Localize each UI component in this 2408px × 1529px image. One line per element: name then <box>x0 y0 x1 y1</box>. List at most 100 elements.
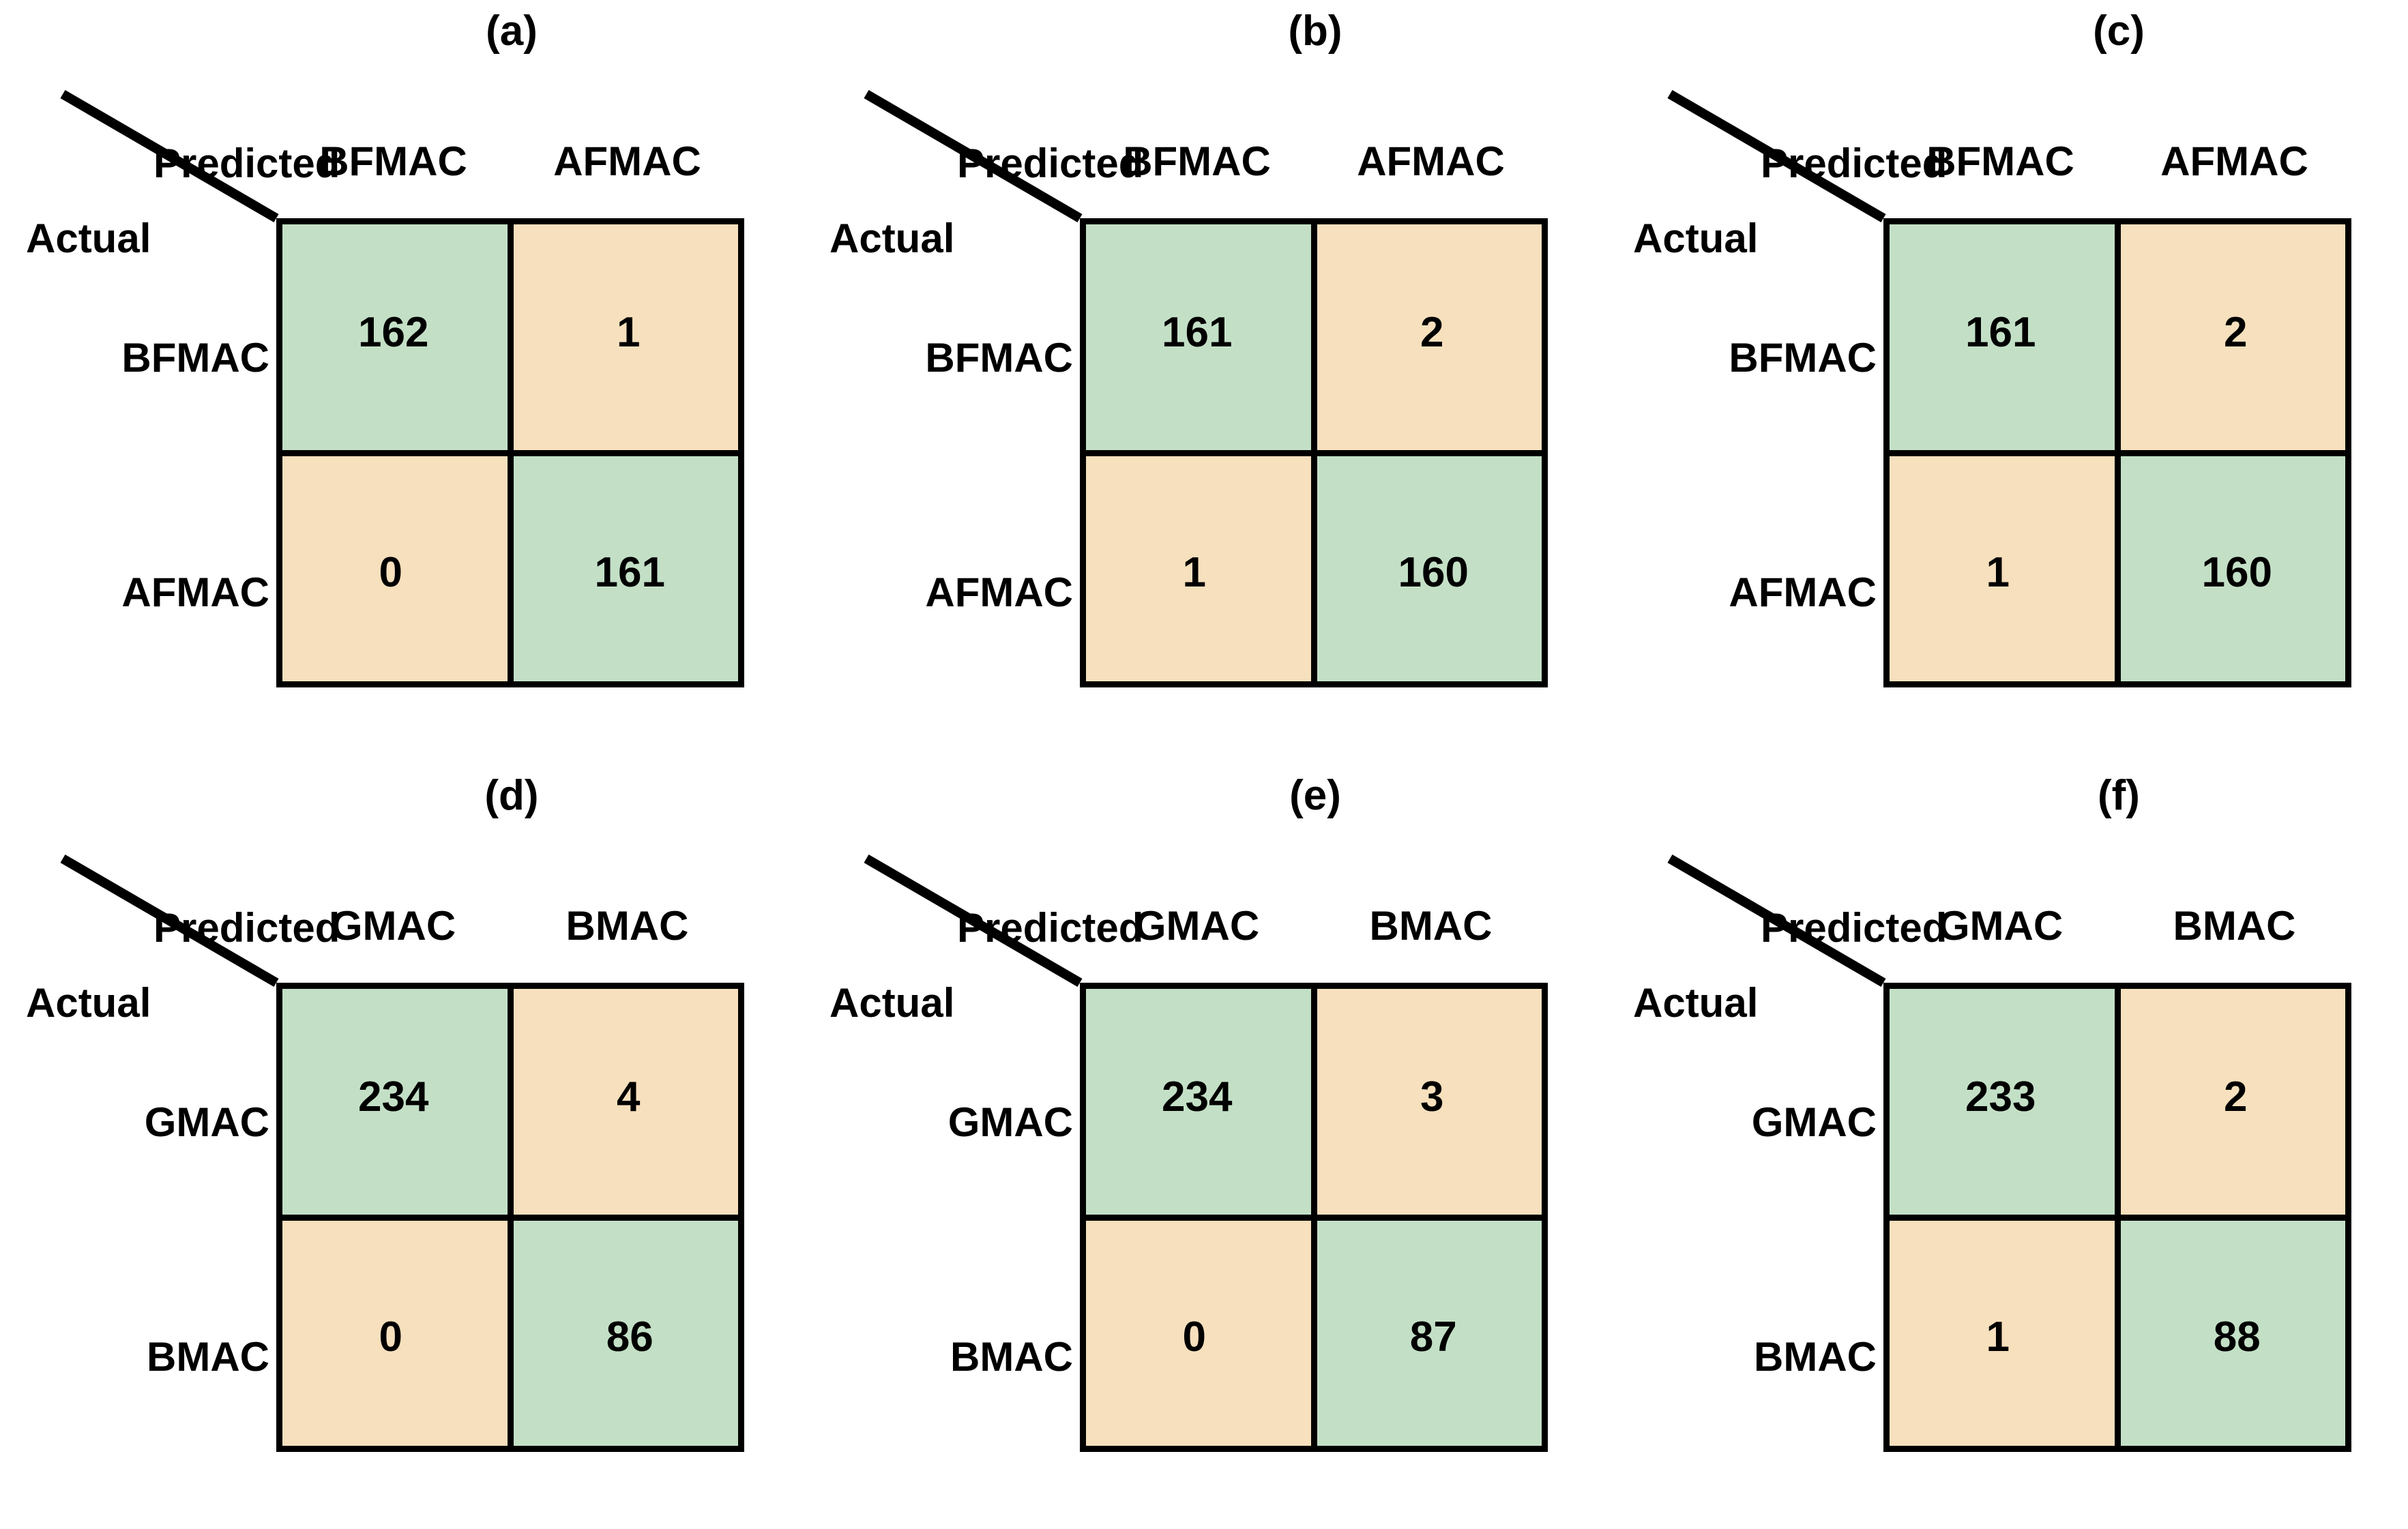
diagonal-divider-icon <box>864 89 1083 223</box>
cell-value: 162 <box>358 309 429 357</box>
column-header-1: AFMAC <box>2160 138 2308 184</box>
confusion-matrix-b: 161 2 1 160 <box>1080 218 1548 687</box>
corner-header-d: Predicted Actual <box>14 840 340 1026</box>
row-header-1: BMAC <box>147 1334 269 1380</box>
panel-label-f: (f) <box>2098 772 2140 819</box>
column-header-1: BMAC <box>566 903 689 949</box>
matrix-cell[interactable]: 1 <box>1890 1220 2115 1446</box>
matrix-cell[interactable]: 3 <box>1317 989 1542 1215</box>
cell-value: 1 <box>1986 548 2010 596</box>
diagonal-divider-icon <box>1667 854 1886 988</box>
actual-axis-label: Actual <box>1633 980 1759 1026</box>
confusion-matrix-a: 162 1 0 161 <box>276 218 744 687</box>
matrix-cell[interactable]: 161 <box>1086 224 1311 450</box>
cell-value: 1 <box>617 309 641 357</box>
row-header-1: BMAC <box>950 1334 1073 1380</box>
cell-value: 87 <box>1409 1313 1457 1361</box>
confusion-matrix-e: 234 3 0 87 <box>1080 983 1548 1452</box>
matrix-cell[interactable]: 2 <box>2120 989 2345 1215</box>
matrix-cell[interactable]: 2 <box>1317 224 1542 450</box>
column-header-0: BFMAC <box>1123 138 1271 184</box>
row-header-1: AFMAC <box>121 569 269 615</box>
cell-value: 233 <box>1965 1073 2036 1121</box>
panel-e: (e) Predicted Actual GMAC BMAC GMAC BMAC… <box>804 764 1606 1529</box>
matrix-cell[interactable]: 161 <box>513 456 738 681</box>
cell-value: 2 <box>1420 309 1444 357</box>
row-header-0: GMAC <box>1751 1099 1877 1145</box>
actual-axis-label: Actual <box>1633 216 1759 261</box>
diagonal-divider-icon <box>60 89 279 223</box>
cell-value: 160 <box>2201 548 2272 596</box>
matrix-cell[interactable]: 233 <box>1890 989 2115 1215</box>
panel-label-b: (b) <box>1288 8 1342 55</box>
cell-value: 234 <box>1162 1073 1233 1121</box>
cell-value: 161 <box>1162 309 1233 357</box>
panel-label-e: (e) <box>1289 772 1341 819</box>
actual-axis-label: Actual <box>26 216 151 261</box>
cell-value: 161 <box>594 548 665 596</box>
cell-value: 1 <box>1986 1313 2010 1361</box>
column-header-0: GMAC <box>330 903 456 949</box>
panel-label-c: (c) <box>2093 8 2145 55</box>
matrix-cell[interactable]: 234 <box>1086 989 1311 1215</box>
predicted-axis-label: Predicted <box>153 905 340 951</box>
corner-header-b: Predicted Actual <box>817 75 1143 261</box>
cell-value: 234 <box>358 1073 429 1121</box>
cell-value: 161 <box>1965 309 2036 357</box>
column-header-0: GMAC <box>1134 903 1260 949</box>
column-header-0: BFMAC <box>1926 138 2074 184</box>
row-header-1: AFMAC <box>925 569 1073 615</box>
actual-axis-label: Actual <box>829 980 955 1026</box>
actual-axis-label: Actual <box>26 980 151 1026</box>
row-header-0: GMAC <box>948 1099 1073 1145</box>
predicted-axis-label: Predicted <box>957 140 1144 186</box>
predicted-axis-label: Predicted <box>153 140 340 186</box>
panel-a: (a) Predicted Actual BFMAC AFMAC BFMAC A… <box>0 0 802 764</box>
panel-f: (f) Predicted Actual GMAC BMAC GMAC BMAC… <box>1607 764 2408 1529</box>
cell-value: 2 <box>2224 1073 2248 1121</box>
matrix-cell[interactable]: 1 <box>513 224 738 450</box>
panel-d: (d) Predicted Actual GMAC BMAC GMAC BMAC… <box>0 764 802 1529</box>
matrix-cell[interactable]: 0 <box>282 1220 508 1446</box>
predicted-axis-label: Predicted <box>1761 905 1948 951</box>
panel-label-a: (a) <box>486 8 538 55</box>
matrix-cell[interactable]: 4 <box>513 989 738 1215</box>
confusion-matrix-d: 234 4 0 86 <box>276 983 744 1452</box>
matrix-cell[interactable]: 234 <box>282 989 508 1215</box>
cell-value: 3 <box>1420 1073 1444 1121</box>
row-header-0: GMAC <box>144 1099 269 1145</box>
matrix-cell[interactable]: 0 <box>282 456 508 681</box>
matrix-cell[interactable]: 1 <box>1890 456 2115 681</box>
predicted-axis-label: Predicted <box>1761 140 1948 186</box>
predicted-axis-label: Predicted <box>957 905 1144 951</box>
row-header-0: BFMAC <box>1729 335 1877 381</box>
confusion-matrix-c: 161 2 1 160 <box>1883 218 2351 687</box>
corner-header-a: Predicted Actual <box>14 75 340 261</box>
diagonal-divider-icon <box>60 854 279 988</box>
row-header-1: AFMAC <box>1729 569 1877 615</box>
matrix-cell[interactable]: 160 <box>1317 456 1542 681</box>
matrix-cell[interactable]: 0 <box>1086 1220 1311 1446</box>
matrix-cell[interactable]: 1 <box>1086 456 1311 681</box>
matrix-cell[interactable]: 162 <box>282 224 508 450</box>
panel-b: (b) Predicted Actual BFMAC AFMAC BFMAC A… <box>804 0 1606 764</box>
cell-value: 86 <box>606 1313 654 1361</box>
matrix-cell[interactable]: 86 <box>513 1220 738 1446</box>
column-header-1: AFMAC <box>1357 138 1505 184</box>
actual-axis-label: Actual <box>829 216 955 261</box>
cell-value: 0 <box>1182 1313 1206 1361</box>
matrix-cell[interactable]: 87 <box>1317 1220 1542 1446</box>
matrix-cell[interactable]: 2 <box>2120 224 2345 450</box>
cell-value: 0 <box>379 1313 402 1361</box>
diagonal-divider-icon <box>864 854 1083 988</box>
panel-c: (c) Predicted Actual BFMAC AFMAC BFMAC A… <box>1607 0 2408 764</box>
matrix-cell[interactable]: 160 <box>2120 456 2345 681</box>
row-header-0: BFMAC <box>925 335 1073 381</box>
cell-value: 1 <box>1182 548 1206 596</box>
panel-label-d: (d) <box>484 772 539 819</box>
corner-header-e: Predicted Actual <box>817 840 1143 1026</box>
cell-value: 160 <box>1398 548 1469 596</box>
matrix-cell[interactable]: 88 <box>2120 1220 2345 1446</box>
matrix-cell[interactable]: 161 <box>1890 224 2115 450</box>
